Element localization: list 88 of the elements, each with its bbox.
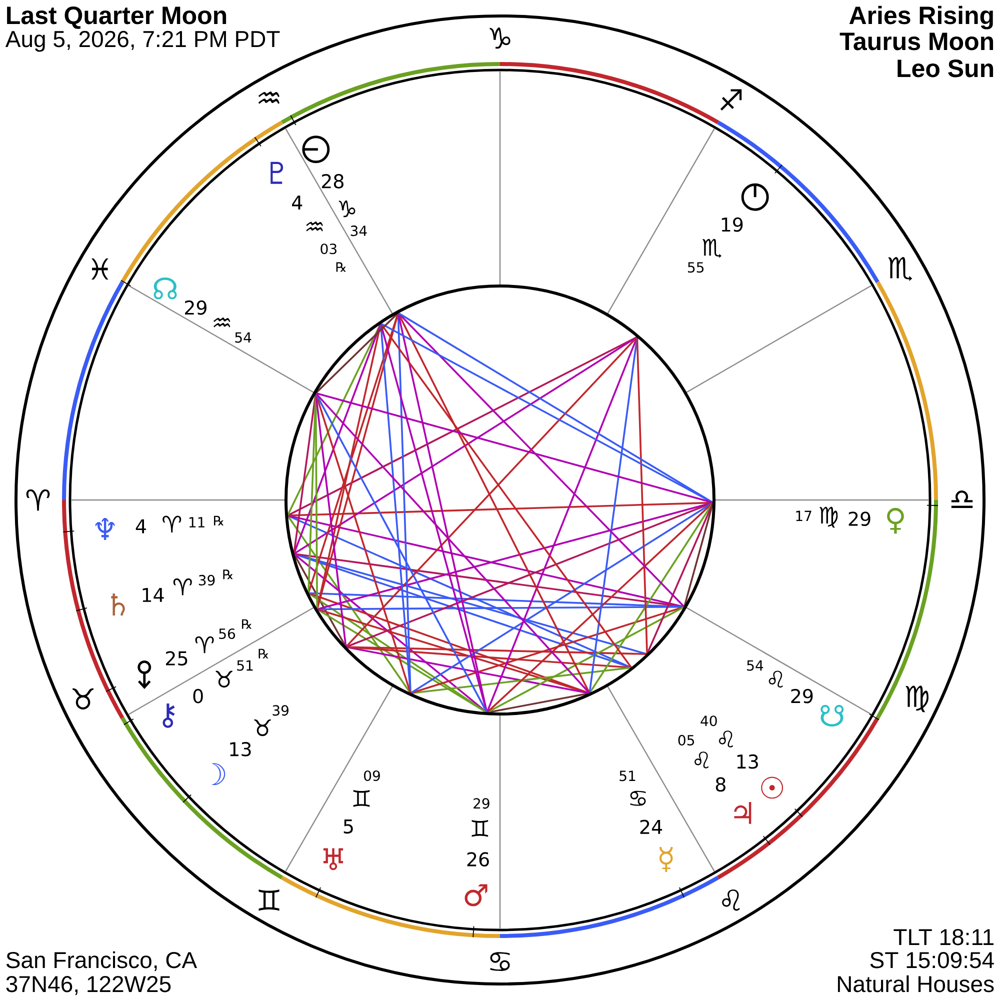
degree-number: 13 (230, 742, 251, 756)
minute-number: 40 (700, 716, 717, 726)
summary-text: Taurus Moon (840, 32, 994, 50)
planet-symbol: ☊ (154, 278, 177, 300)
zodiac-sign: ♏ (702, 238, 722, 258)
degree-number: 25 (166, 651, 188, 666)
zodiac-sign: ♎ (951, 490, 973, 508)
zodiac-sign: ♑ (490, 27, 510, 49)
planet-symbol: ♆ (95, 518, 115, 540)
retrograde-mark: ℞ (258, 648, 268, 658)
title-text: Last Quarter Moon (7, 6, 226, 29)
zodiac-sign: ♉ (216, 670, 232, 688)
retrograde-mark: ℞ (223, 570, 233, 580)
minute-number: 39 (198, 574, 215, 586)
zodiac-sign: ♑ (338, 200, 356, 218)
minute-number: 39 (272, 705, 288, 716)
minute-number: 29 (474, 798, 490, 809)
planet-symbol: ☋ (820, 704, 844, 727)
degree-number: 29 (791, 688, 813, 704)
zodiac-sign: ♐ (720, 89, 742, 110)
zodiac-sign: ♊ (258, 889, 280, 911)
planet-symbol: ♄ (111, 594, 125, 616)
planet-symbol: ♂ (464, 884, 488, 906)
location-text: 37N46, 122W25 (6, 976, 171, 995)
zodiac-sign: ♒ (306, 222, 323, 232)
zodiac-sign: ♌ (768, 670, 783, 688)
minute-number: 11 (189, 517, 204, 528)
degree-number: 14 (142, 588, 164, 602)
planet-symbol: ☉ (761, 776, 784, 799)
minute-number: 05 (678, 734, 694, 746)
planet-symbol: ⚷ (162, 703, 175, 728)
zodiac-sign: ♊ (353, 790, 370, 807)
minute-number: 09 (364, 770, 380, 782)
degree-number: 29 (185, 300, 206, 315)
time-text: ST 15:09:54 (870, 952, 994, 968)
degree-number: 4 (136, 519, 146, 534)
zodiac-sign: ♈ (195, 636, 214, 654)
zodiac-sign: ♉ (72, 688, 94, 710)
minute-number: 54 (235, 332, 252, 343)
planet-symbol: ♇ (270, 162, 284, 184)
retrograde-mark: ℞ (336, 262, 346, 272)
zodiac-sign: ♊ (472, 820, 488, 837)
minute-number: 51 (620, 770, 636, 782)
retrograde-mark: ℞ (214, 516, 224, 526)
zodiac-sign: ♌ (718, 730, 734, 748)
zodiac-sign: ♓ (91, 258, 108, 280)
zodiac-sign: ♈ (162, 516, 182, 532)
degree-number: 26 (467, 852, 489, 867)
retrograde-mark: ℞ (242, 619, 252, 629)
summary-text: Leo Sun (898, 60, 994, 78)
planet-symbol: ☿ (659, 846, 673, 872)
degree-number: 0 (193, 688, 203, 704)
minute-number: 03 (320, 244, 336, 254)
degree-number: 13 (737, 754, 758, 769)
time-text: TLT 18:11 (894, 928, 994, 946)
minute-number: 56 (219, 628, 236, 640)
summary-text: Aries Rising (849, 6, 993, 30)
date-text: Aug 5, 2026, 7:21 PM PDT (5, 30, 280, 52)
planet-symbol: ☽ (211, 763, 226, 786)
minute-number: 55 (688, 262, 704, 273)
degree-number: 4 (292, 196, 302, 210)
degree-number: 19 (722, 217, 743, 232)
degree-number: 8 (716, 777, 726, 792)
degree-number: 29 (848, 512, 870, 526)
house-system-text: Natural Houses (838, 975, 994, 992)
zodiac-sign: ♒ (214, 318, 230, 328)
minute-number: 54 (747, 660, 764, 671)
minute-number: 17 (796, 510, 812, 521)
zodiac-sign: ♌ (722, 889, 740, 911)
zodiac-sign: ♈ (173, 578, 192, 596)
zodiac-sign: ♍ (819, 506, 838, 528)
zodiac-sign: ♈ (26, 489, 50, 511)
degree-number: 5 (344, 819, 353, 834)
degree-number: 28 (322, 174, 344, 188)
location-text: San Francisco, CA (6, 951, 198, 971)
zodiac-sign: ♋ (630, 790, 646, 806)
degree-number: 24 (640, 820, 662, 834)
minute-number: 34 (350, 226, 367, 236)
zodiac-sign: ♍ (906, 686, 928, 712)
zodiac-sign: ♉ (254, 719, 271, 736)
zodiac-sign: ♋ (490, 952, 510, 971)
planet-symbol: ♃ (734, 802, 752, 824)
zodiac-sign: ♌ (694, 752, 709, 768)
zodiac-sign: ♏ (888, 257, 912, 281)
minute-number: 51 (237, 660, 253, 671)
planet-symbol: ♅ (323, 848, 344, 870)
planet-symbol: ♀ (887, 508, 904, 534)
zodiac-sign: ♒ (258, 91, 280, 104)
